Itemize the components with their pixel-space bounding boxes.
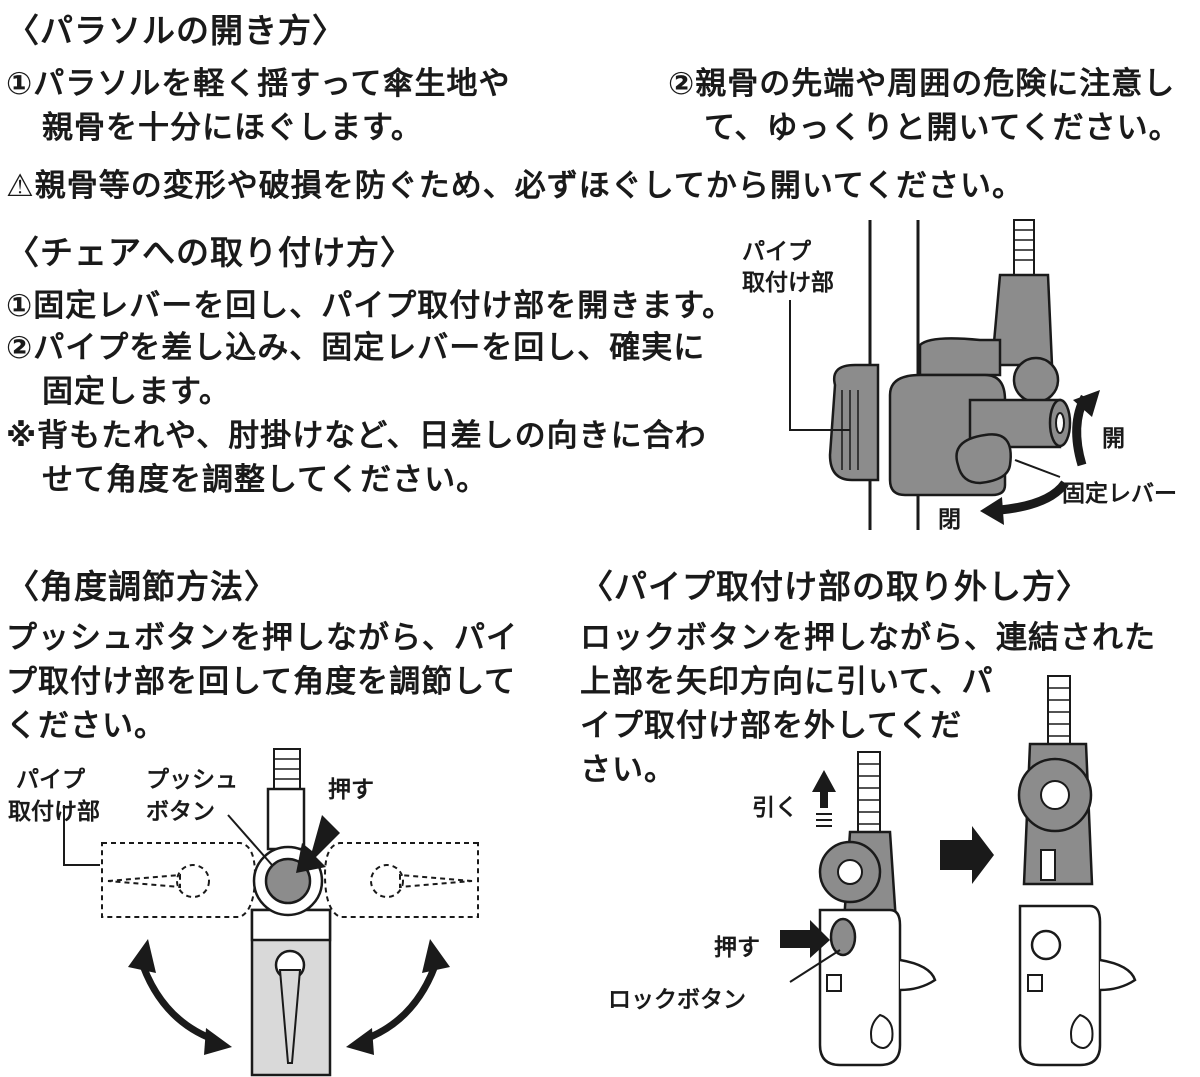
mounting-step1: ①固定レバーを回し、パイプ取付け部を開きます。 — [6, 288, 735, 324]
push-button-label-line1: プッシュ — [146, 767, 238, 793]
mount-pipe-label-line1: パイプ — [742, 239, 811, 265]
fixing-lever-icon — [955, 433, 1012, 485]
mounting-note-line2: せて角度を調整してください。 — [42, 462, 489, 498]
flex-pipe-icon — [1013, 219, 1035, 276]
lock-button-label: ロックボタン — [608, 987, 746, 1013]
opening-step2-line1: ②親骨の先端や周囲の危険に注意し — [668, 66, 1176, 102]
push-arrow-icon — [296, 815, 340, 873]
pull-label: 引く — [752, 795, 798, 821]
opening-step2-line2: て、ゆっくりと開いてください。 — [704, 110, 1181, 146]
lever-label: 固定レバー — [1062, 481, 1177, 507]
angle-press-label: 押す — [328, 777, 374, 803]
pipe-mount-leader — [789, 300, 850, 431]
clamp-top-link — [918, 337, 1002, 377]
mount-pipe-label-line2: 取付け部 — [742, 270, 834, 296]
mounting-note-line1: ※背もたれや、肘掛けなど、日差しの向きに合わ — [6, 418, 707, 454]
angle-line2: プ取付け部を回して角度を調節して — [6, 664, 517, 700]
opening-step1-line2: 親骨を十分にほぐします。 — [42, 110, 423, 146]
removal-line3: イプ取付け部を外してくだ — [580, 708, 963, 744]
open-label: 開 — [1102, 426, 1125, 452]
angle-line1: プッシュボタンを押しながら、パイ — [6, 620, 518, 656]
push-button-label-line2: ボタン — [146, 799, 215, 825]
chair-mount-diagram — [789, 219, 1100, 530]
opening-title: 〈パラソルの開き方〉 — [6, 11, 346, 50]
mount-knob — [1012, 356, 1060, 404]
opening-step1-line1: ①パラソルを軽く揺すって傘生地や — [6, 66, 511, 102]
removal-line4: さい。 — [580, 752, 676, 788]
angle-pipe-label-line1: パイプ — [16, 767, 85, 793]
removal-diagram — [780, 675, 1137, 1067]
mounting-step2-line2: 固定します。 — [42, 374, 231, 410]
removal-press-label: 押す — [714, 935, 760, 961]
lock-button-icon — [829, 917, 857, 957]
angle-pipe-label-line2: 取付け部 — [8, 799, 100, 825]
opening-warning: ⚠親骨等の変形や破損を防ぐため、必ずほぐしてから開いてください。 — [6, 168, 1024, 204]
angle-title: 〈角度調節方法〉 — [6, 567, 278, 606]
arm-left-dashed — [101, 842, 257, 918]
lever-leader — [1014, 459, 1061, 478]
mounting-step2-line1: ②パイプを差し込み、固定レバーを回し、確実に — [6, 330, 706, 366]
removal-line2: 上部を矢印方向に引いて、パ — [580, 664, 994, 700]
removal-line1: ロックボタンを押しながら、連結された — [580, 620, 1156, 656]
arm-right-dashed — [323, 842, 479, 918]
transition-arrow-icon — [940, 826, 994, 884]
removal-title: 〈パイプ取付け部の取り外し方〉 — [580, 567, 1090, 606]
mounting-title: 〈チェアへの取り付け方〉 — [6, 233, 414, 272]
press-arrow-icon — [780, 920, 830, 958]
angle-line3: ください。 — [6, 708, 166, 744]
pull-arrow-icon — [812, 770, 836, 808]
clamp-back-part — [828, 363, 880, 482]
close-label: 閉 — [938, 507, 961, 533]
close-arrow-icon — [999, 480, 1069, 515]
angle-adjust-diagram — [63, 748, 479, 1077]
